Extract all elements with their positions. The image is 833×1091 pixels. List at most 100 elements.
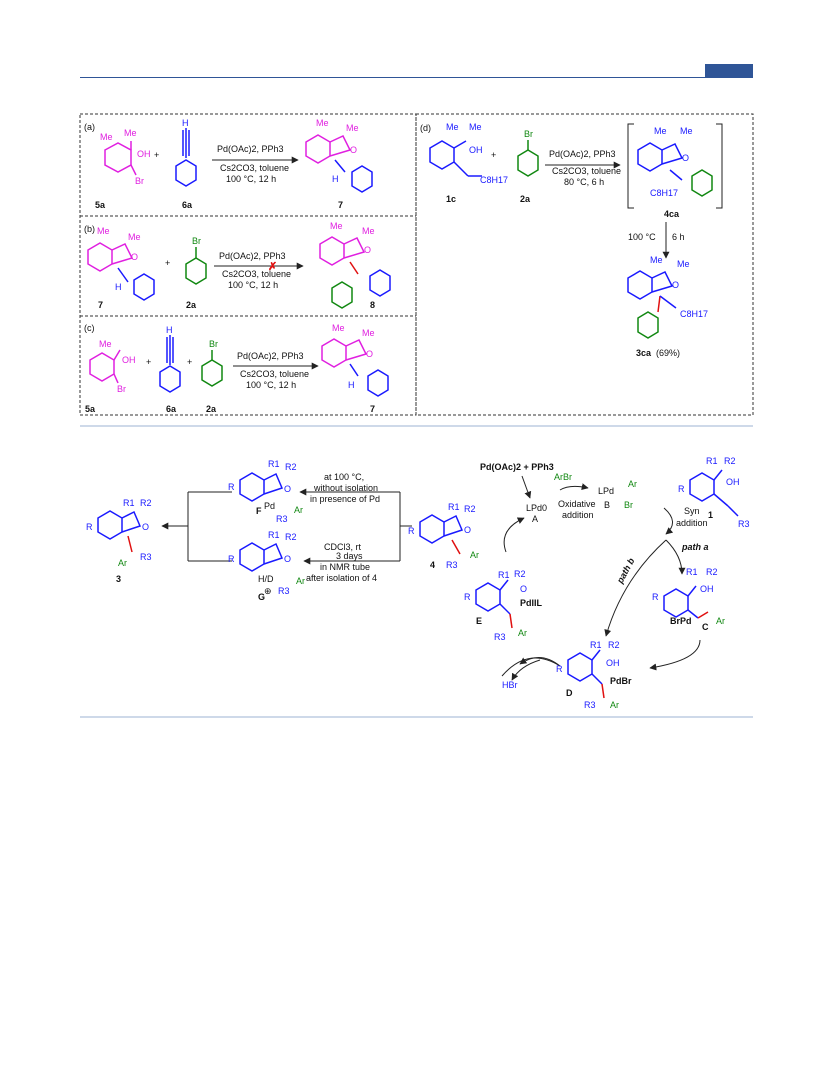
compound-5a-structure <box>89 349 121 384</box>
atom-o: O <box>284 484 291 494</box>
fail-cross: ✗ <box>268 261 277 273</box>
atom-pdbr: PdBr <box>610 676 632 686</box>
atom-me: Me <box>677 259 690 269</box>
panel-b-label: (b) <box>84 224 95 234</box>
reagent-line: 100 °C, 12 h <box>226 174 276 184</box>
atom-ar: Ar <box>294 505 303 515</box>
atom-r2: R2 <box>514 569 526 579</box>
svg-text:+: + <box>491 150 496 160</box>
atom-br: Br <box>135 176 144 186</box>
compound-2a-structure <box>517 140 539 177</box>
path-b-text: path b <box>614 556 636 586</box>
atom-ar: Ar <box>296 576 305 586</box>
compound-label: 2a <box>520 194 531 204</box>
atom-hd: H/D <box>258 574 274 584</box>
reagent-line: Pd(OAc)2, PPh3 <box>237 351 304 361</box>
reagent-line: Pd(OAc)2, PPh3 <box>219 251 286 261</box>
oxidative-text: addition <box>562 510 594 520</box>
atom-o: O <box>672 280 679 290</box>
svg-text:⊕: ⊕ <box>264 586 272 596</box>
atom-h: H <box>115 282 122 292</box>
compound-label: 1c <box>446 194 456 204</box>
atom-me: Me <box>650 255 663 265</box>
precatalyst-text: Pd(OAc)2 + PPh3 <box>480 462 554 472</box>
condition-line: CDCl3, rt <box>324 542 362 552</box>
header-rule <box>80 77 753 78</box>
atom-r1: R1 <box>686 567 698 577</box>
atom-me: Me <box>654 126 667 136</box>
atom-o: O <box>284 554 291 564</box>
atom-oh: OH <box>122 355 136 365</box>
syn-text: Syn <box>684 506 700 516</box>
compound-label: 1 <box>708 510 713 520</box>
condition-line: in NMR tube <box>320 562 370 572</box>
compound-2a-structure <box>201 350 223 387</box>
compound-label: 3ca <box>636 348 652 358</box>
compound-label: C <box>702 622 709 632</box>
atom-br: Br <box>524 129 533 139</box>
compound-label: E <box>476 616 482 626</box>
path-a-text: path a <box>681 542 709 552</box>
compound-6a-structure <box>175 128 197 187</box>
compound-6a-structure <box>159 335 181 393</box>
compound-1-structure <box>689 469 739 517</box>
atom-br: Br <box>192 236 201 246</box>
atom-pd: Pd <box>264 501 275 511</box>
header-accent-bar <box>705 64 753 78</box>
atom-r3: R3 <box>494 632 506 642</box>
atom-o: O <box>464 525 471 535</box>
atom-r: R <box>652 592 659 602</box>
atom-h: H <box>182 118 189 128</box>
atom-me: Me <box>124 128 137 138</box>
species-label: B <box>604 500 610 510</box>
atom-ar: Ar <box>518 628 527 638</box>
atom-me: Me <box>99 339 112 349</box>
atom-r3: R3 <box>140 552 152 562</box>
atom-h: H <box>166 325 173 335</box>
atom-br: Br <box>117 384 126 394</box>
atom-r1: R1 <box>123 498 135 508</box>
panel-a: (a) Me Me OH Br + H Pd(OAc)2, PPh3 Cs2CO… <box>84 118 373 210</box>
atom-r1: R1 <box>268 530 280 540</box>
atom-r2: R2 <box>608 640 620 650</box>
atom-r1: R1 <box>706 456 718 466</box>
atom-me: Me <box>330 221 343 231</box>
atom-me: Me <box>469 122 482 132</box>
panel-d: (d) Me Me OH C8H17 + Br Pd(OAc)2, PPh3 C… <box>420 122 723 358</box>
atom-oh: OH <box>700 584 714 594</box>
condition-line: after isolation of 4 <box>306 573 377 583</box>
atom-r2: R2 <box>285 462 297 472</box>
atom-oh: OH <box>137 149 151 159</box>
reagent-line: Pd(OAc)2, PPh3 <box>549 149 616 159</box>
atom-r1: R1 <box>448 502 460 512</box>
syn-text: addition <box>676 518 708 528</box>
atom-o: O <box>520 584 527 594</box>
compound-label: 6a <box>182 200 193 210</box>
atom-oh: OH <box>606 658 620 668</box>
compound-label: 7 <box>370 404 375 414</box>
species-label: A <box>532 514 538 524</box>
atom-r: R <box>464 592 471 602</box>
atom-r2: R2 <box>140 498 152 508</box>
atom-o: O <box>366 349 373 359</box>
atom-r3: R3 <box>584 700 596 710</box>
panel-b: (b) Me Me O H + Br ✗ Pd(OAc)2, PPh3 Cs2C… <box>84 221 391 310</box>
atom-oh: OH <box>469 145 483 155</box>
panel-a-label: (a) <box>84 122 95 132</box>
atom-brpd: BrPd <box>670 616 692 626</box>
compound-G-structure <box>239 542 284 572</box>
condition-line: without isolation <box>313 483 378 493</box>
atom-h: H <box>348 380 355 390</box>
atom-br: Br <box>209 339 218 349</box>
lpd0-text: LPd0 <box>526 503 547 513</box>
atom-r2: R2 <box>706 567 718 577</box>
atom-o: O <box>682 153 689 163</box>
panel-c: (c) Me OH Br + H + Br Pd(OAc)2, PPh3 Cs2… <box>84 323 389 414</box>
compound-3-structure <box>97 510 142 553</box>
compound-8-structure <box>319 236 366 266</box>
condition-line: at 100 °C, <box>324 472 364 482</box>
hbr-text: HBr <box>502 680 518 690</box>
atom-ar: Ar <box>118 558 127 568</box>
compound-1c-structure <box>429 140 482 177</box>
reagent-line: Cs2CO3, toluene <box>552 166 621 176</box>
